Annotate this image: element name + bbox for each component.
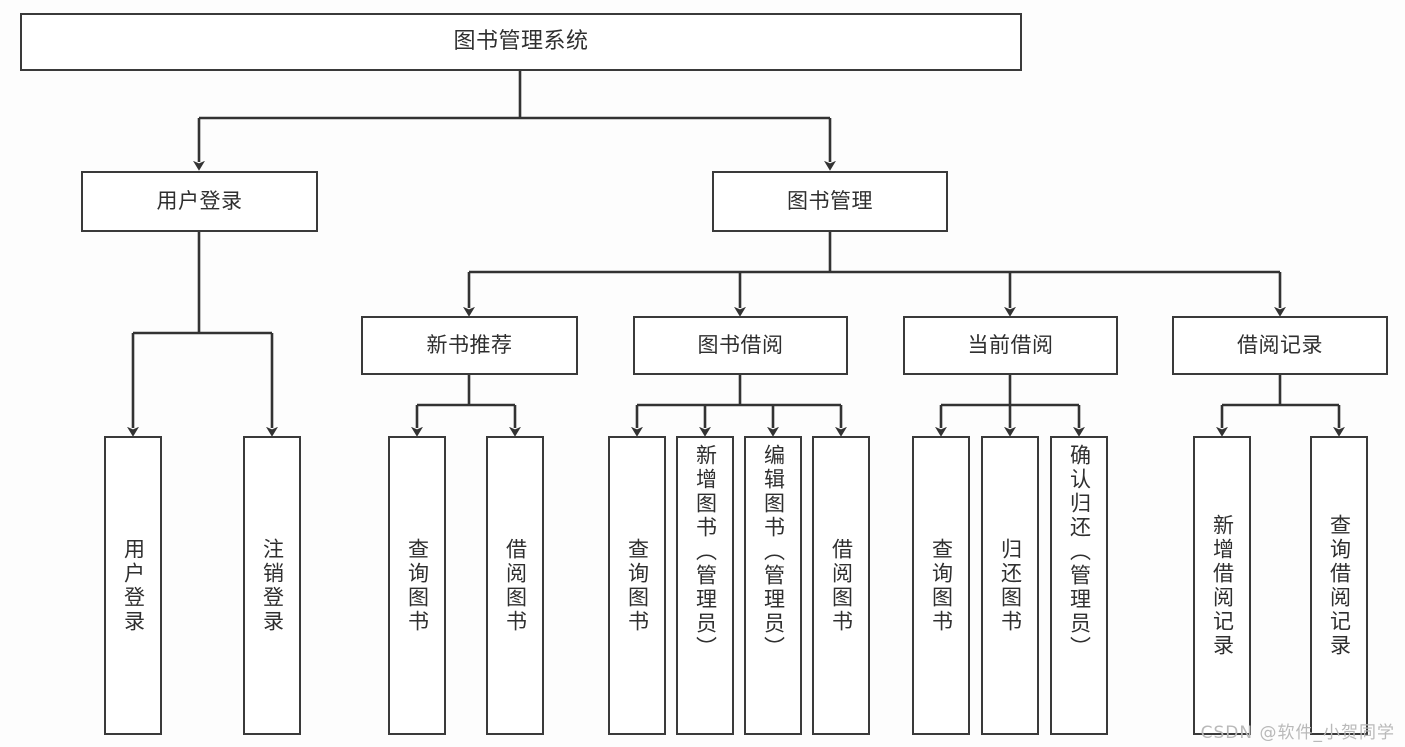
node-label: 注销登录	[260, 537, 285, 634]
node-label: 查询图书	[405, 537, 430, 634]
node-new-book-recommend[interactable]: 新书推荐	[361, 316, 578, 375]
node-leaf-borrow-book-recommend[interactable]: 借阅图书	[486, 436, 544, 735]
node-root-book-management-system[interactable]: 图书管理系统	[20, 13, 1022, 71]
node-book-borrow[interactable]: 图书借阅	[633, 316, 848, 375]
node-label: 确认归还（管理员）	[1067, 444, 1092, 660]
node-label: 当前借阅	[967, 333, 1054, 358]
node-label: 借阅图书	[503, 537, 528, 634]
node-leaf-user-login[interactable]: 用户登录	[104, 436, 162, 735]
node-leaf-logout[interactable]: 注销登录	[243, 436, 301, 735]
node-leaf-add-borrow-record[interactable]: 新增借阅记录	[1193, 436, 1251, 735]
node-book-management[interactable]: 图书管理	[712, 171, 948, 232]
node-leaf-edit-book-admin[interactable]: 编辑图书（管理员）	[744, 436, 802, 735]
node-leaf-query-borrow-record[interactable]: 查询借阅记录	[1310, 436, 1368, 735]
node-label: 用户登录	[156, 189, 243, 214]
node-user-login[interactable]: 用户登录	[81, 171, 318, 232]
node-label: 查询图书	[929, 537, 954, 634]
node-label: 查询借阅记录	[1327, 513, 1352, 658]
node-leaf-query-book-recommend[interactable]: 查询图书	[388, 436, 446, 735]
node-label: 图书管理	[787, 189, 873, 214]
node-label: 新增借阅记录	[1210, 513, 1235, 658]
node-label: 借阅记录	[1237, 333, 1323, 358]
node-borrow-record[interactable]: 借阅记录	[1172, 316, 1388, 375]
node-leaf-return-book[interactable]: 归还图书	[981, 436, 1039, 735]
node-leaf-add-book-admin[interactable]: 新增图书（管理员）	[676, 436, 734, 735]
node-label: 新增图书（管理员）	[693, 444, 718, 660]
node-label: 图书管理系统	[453, 29, 589, 55]
node-current-borrow[interactable]: 当前借阅	[903, 316, 1118, 375]
node-label: 用户登录	[121, 537, 146, 634]
node-leaf-query-book-current[interactable]: 查询图书	[912, 436, 970, 735]
node-label: 图书借阅	[697, 333, 784, 358]
node-label: 借阅图书	[829, 537, 854, 634]
watermark: CSDN @软件_小贺同学	[1200, 723, 1395, 743]
node-label: 归还图书	[998, 537, 1023, 634]
node-label: 新书推荐	[426, 333, 513, 358]
node-leaf-query-book-borrow[interactable]: 查询图书	[608, 436, 666, 735]
node-leaf-confirm-return-admin[interactable]: 确认归还（管理员）	[1050, 436, 1108, 735]
node-label: 查询图书	[625, 537, 650, 634]
node-label: 编辑图书（管理员）	[761, 444, 786, 660]
node-leaf-borrow-book[interactable]: 借阅图书	[812, 436, 870, 735]
